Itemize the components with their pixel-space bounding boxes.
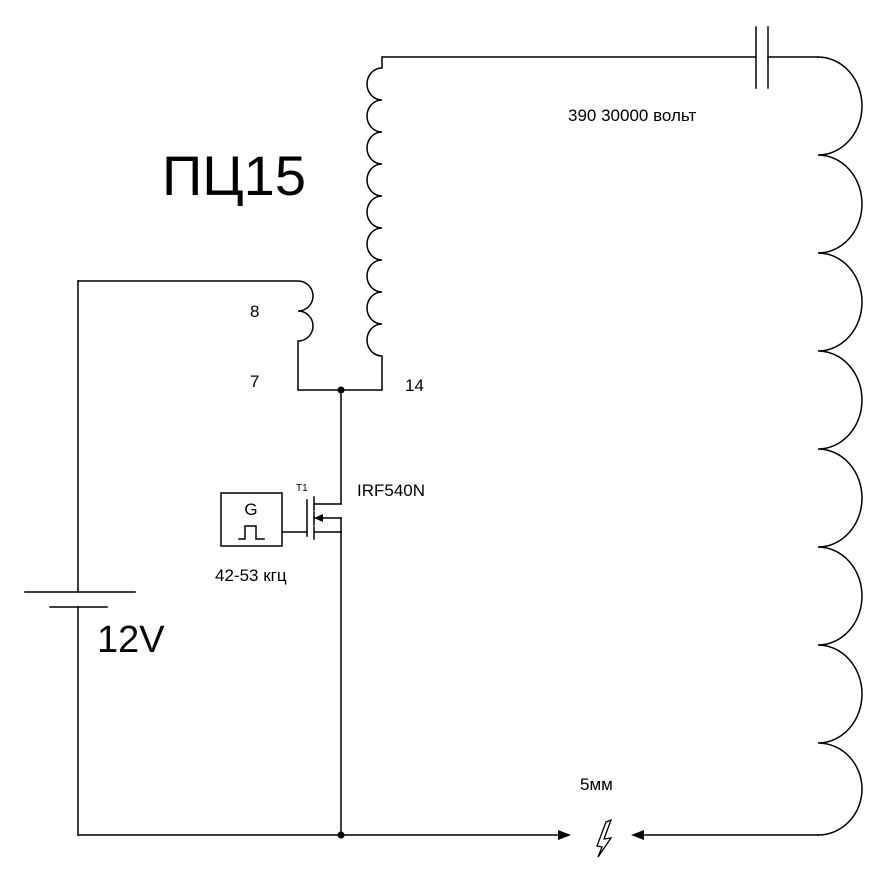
title-label: ПЦ15 [162, 144, 306, 207]
generator-symbol: G [244, 500, 257, 519]
gap-arrow-left [558, 830, 571, 840]
pin-14-label: 14 [405, 376, 424, 395]
square-wave-icon [238, 525, 265, 540]
junction-ground [337, 831, 345, 839]
gap-label: 5мм [580, 775, 613, 794]
secondary-coil [340, 56, 757, 391]
primary-coil [77, 280, 342, 391]
spark-icon [596, 818, 613, 858]
gap-arrow-right [631, 830, 644, 840]
pin-8-label: 8 [250, 302, 259, 321]
pin-7-label: 7 [250, 372, 259, 391]
mosfet-symbol [281, 496, 342, 540]
battery-label: 12V [97, 619, 165, 661]
capacitor-label: 390 30000 вольт [568, 106, 696, 125]
output-coil [817, 56, 863, 836]
generator-frequency-label: 42-53 кгц [215, 566, 287, 585]
transistor-ref-label: T1 [296, 483, 308, 494]
transistor-model-label: IRF540N [357, 481, 425, 500]
generator-box [220, 492, 283, 547]
